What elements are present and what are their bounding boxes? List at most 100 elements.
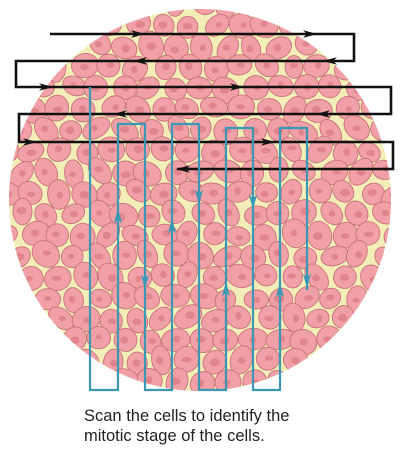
cell-nucleus [189, 189, 196, 196]
cell-nucleus [339, 189, 350, 197]
cell-nucleus [106, 61, 115, 68]
cell-nucleus [16, 126, 25, 135]
cell-nucleus [112, 104, 119, 111]
cell-nucleus [199, 44, 206, 52]
cell-nucleus [208, 102, 217, 109]
cell-nucleus [260, 20, 268, 27]
cell-nucleus [69, 171, 76, 177]
cell-nucleus [172, 292, 180, 299]
cell-nucleus [160, 270, 167, 278]
cell-nucleus [119, 378, 129, 386]
black-arrowhead-icon [316, 110, 330, 118]
cell-nucleus [110, 359, 118, 367]
cell-nucleus [145, 376, 153, 384]
cell-nucleus [238, 148, 247, 154]
cell-nucleus [162, 62, 170, 71]
cell-nucleus [235, 311, 242, 320]
cell-nucleus [131, 186, 142, 194]
cell-nucleus [199, 292, 208, 300]
cell-nucleus [253, 211, 261, 219]
cell-nucleus [226, 252, 233, 260]
cell-nucleus [107, 147, 116, 153]
cell-nucleus [65, 126, 75, 134]
cell-nucleus [132, 318, 142, 326]
cell-nucleus [0, 232, 9, 238]
cell-nucleus [156, 356, 164, 365]
black-arrowhead-icon [133, 57, 147, 65]
cell-nucleus [132, 359, 141, 367]
cell-nucleus [285, 19, 292, 27]
cell-nucleus [253, 296, 261, 303]
cell-nucleus [352, 297, 360, 303]
cell-nucleus [221, 2, 230, 8]
cell-nucleus [53, 106, 63, 113]
cell-nucleus [388, 191, 391, 197]
cell-nucleus [170, 377, 181, 385]
cell-nucleus [94, 41, 103, 48]
cell-nucleus [369, 276, 379, 282]
cell-nucleus [181, 356, 192, 363]
cell-nucleus [96, 296, 103, 303]
cell-nucleus [120, 171, 131, 178]
cell-nucleus [353, 87, 361, 94]
cell-nucleus [26, 149, 37, 156]
cell-nucleus [211, 230, 221, 236]
cell-nucleus [173, 0, 179, 6]
cell-nucleus [148, 127, 159, 135]
cell-nucleus [79, 63, 90, 71]
cell-nucleus [315, 61, 321, 69]
blue-arrowhead-icon [113, 208, 123, 224]
cell-nucleus [96, 210, 103, 216]
black-arrowhead-icon [113, 110, 127, 118]
cell-nucleus [328, 210, 336, 217]
cell-nucleus [263, 62, 271, 69]
cell-nucleus [67, 253, 75, 259]
cell-nucleus [185, 62, 193, 70]
cell-nucleus [70, 336, 80, 344]
cell-nucleus [290, 107, 300, 115]
vertical-scan-line [88, 87, 309, 392]
black-arrowhead-icon [323, 57, 337, 65]
blue-arrowhead-icon [275, 282, 285, 298]
cell-nucleus [364, 231, 374, 237]
cell-nucleus [343, 148, 351, 157]
cell-nucleus [393, 232, 400, 239]
cell-nucleus [325, 294, 335, 301]
cell-nucleus [159, 145, 169, 152]
cell-nucleus [52, 64, 60, 72]
cell-nucleus [340, 233, 350, 239]
cell-nucleus [52, 231, 60, 237]
cell-nucleus [210, 150, 221, 158]
cell-nucleus [209, 274, 219, 281]
cell-nucleus [325, 129, 334, 136]
cell-nucleus [56, 191, 63, 199]
cell-nucleus [234, 187, 241, 195]
cell-nucleus [340, 273, 349, 282]
cell-nucleus [291, 357, 301, 365]
cell-nucleus [211, 67, 219, 74]
cell-nucleus [146, 42, 156, 51]
cell-nucleus [382, 253, 390, 262]
cell-nucleus [341, 65, 351, 71]
cell-nucleus [185, 311, 195, 319]
black-arrowhead-icon [261, 138, 275, 146]
cell-nucleus [312, 105, 321, 114]
cell-nucleus [26, 191, 35, 197]
cell-nucleus [159, 190, 169, 198]
horizontal-scan-line [14, 32, 395, 171]
cell-nucleus [42, 211, 49, 218]
cell-nucleus [135, 276, 142, 282]
cell-nucleus [299, 255, 308, 264]
cell-nucleus [367, 189, 377, 197]
cell-nucleus [209, 358, 220, 367]
cell-nucleus [174, 124, 184, 132]
cell-nucleus [30, 229, 40, 237]
cell-nucleus [59, 315, 66, 322]
cell-nucleus [220, 337, 230, 345]
cell-nucleus [287, 273, 297, 279]
cell-nucleus [26, 275, 33, 281]
caption-line-2: mitotic stage of the cells. [84, 427, 265, 445]
figure-caption: Scan the cells to identify the mitotic s… [84, 406, 384, 446]
cell-nucleus [42, 250, 52, 256]
cell-nucleus [54, 145, 63, 152]
